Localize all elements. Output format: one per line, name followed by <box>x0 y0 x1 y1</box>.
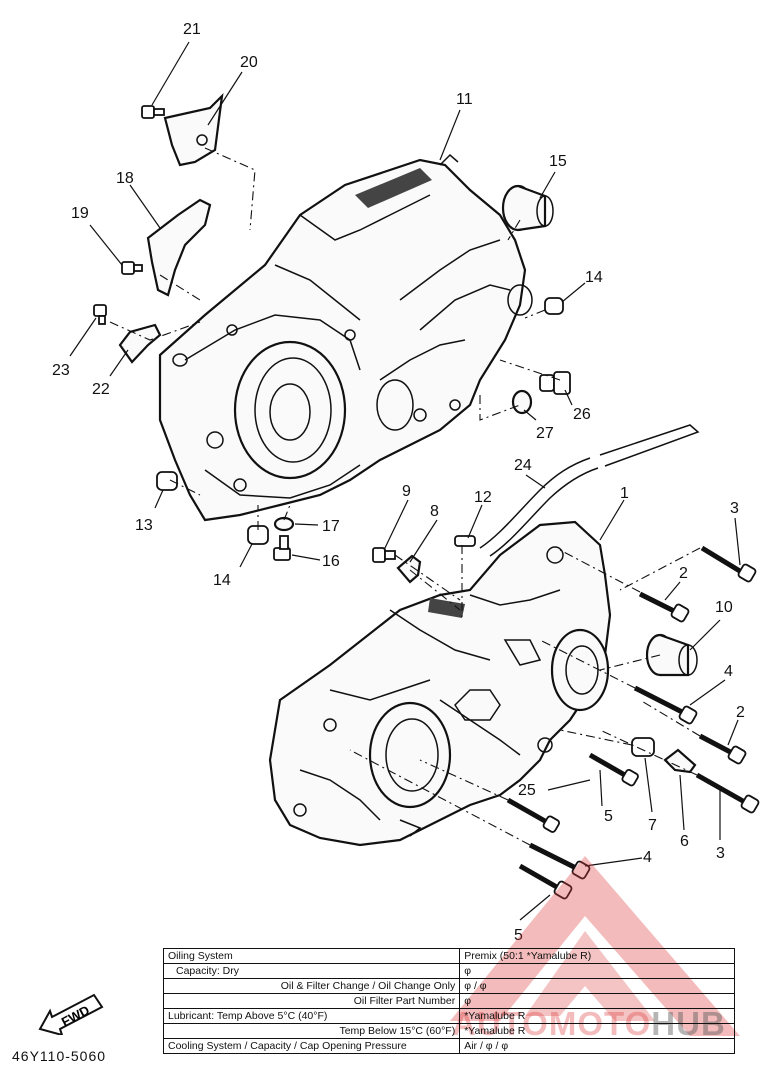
bolt-3-lower <box>695 772 760 814</box>
callout-numbers: 21 20 11 15 18 19 14 23 22 26 27 24 13 1… <box>52 21 745 944</box>
callout-3-upper: 3 <box>730 500 739 517</box>
washer-17 <box>273 516 295 532</box>
callout-5-lower: 5 <box>514 927 523 944</box>
seal-10 <box>645 633 698 677</box>
dowel-13 <box>156 471 178 491</box>
table-row: Capacity: Dry φ <box>162 963 735 979</box>
callout-12: 12 <box>474 489 492 506</box>
callout-25: 25 <box>518 782 536 799</box>
spec-value: φ / φ <box>459 978 735 994</box>
specifications-table: Oiling System Premix (50:1 *Yamalube R) … <box>162 948 735 1054</box>
callout-10: 10 <box>715 599 733 616</box>
callout-17: 17 <box>322 518 340 535</box>
callout-6: 6 <box>680 833 689 850</box>
spec-value: *Yamalube R <box>459 1023 735 1039</box>
callout-5-upper: 5 <box>604 808 613 825</box>
callout-8: 8 <box>430 503 439 520</box>
callout-4-lower: 4 <box>643 849 652 866</box>
bracket-20 <box>163 92 224 167</box>
plug-26 <box>539 371 571 395</box>
screw-21 <box>141 105 165 119</box>
spec-label: Oil & Filter Change / Oil Change Only <box>162 978 461 994</box>
table-row: Oiling System Premix (50:1 *Yamalube R) <box>162 948 735 964</box>
callout-14-upper: 14 <box>585 269 603 286</box>
dowel-7 <box>631 737 655 757</box>
callout-2-lower: 2 <box>736 704 745 721</box>
table-row: Temp Below 15°C (60°F) *Yamalube R <box>162 1023 735 1039</box>
spec-label: Cooling System / Capacity / Cap Opening … <box>162 1038 461 1054</box>
spec-label: Temp Below 15°C (60°F) <box>162 1023 461 1039</box>
washer-27 <box>511 389 533 415</box>
drawing-code: 46Y110-5060 <box>12 1048 107 1064</box>
crankcase-left-half <box>158 153 533 522</box>
bolt-4-upper <box>633 685 698 725</box>
callout-18: 18 <box>116 170 134 187</box>
spec-label: Oiling System <box>162 948 461 964</box>
pin-12 <box>454 535 476 547</box>
callout-26: 26 <box>573 406 591 423</box>
clamp-22 <box>118 323 162 364</box>
callout-20: 20 <box>240 54 258 71</box>
oil-seal-15 <box>501 184 554 232</box>
hose-24 <box>479 424 700 557</box>
table-row: Oil & Filter Change / Oil Change Only φ … <box>162 978 735 994</box>
bolt-3-upper <box>700 545 757 583</box>
spec-value: Air / φ / φ <box>459 1038 735 1054</box>
callout-2-upper: 2 <box>679 565 688 582</box>
callout-9: 9 <box>402 483 411 500</box>
callout-11: 11 <box>456 91 473 108</box>
bolt-25 <box>588 752 639 787</box>
clip-6 <box>663 748 697 774</box>
plate-18 <box>146 198 212 297</box>
bolt-5-upper <box>506 797 560 833</box>
bolt-16 <box>273 535 291 561</box>
spec-label: Oil Filter Part Number <box>162 993 461 1009</box>
callout-3-lower: 3 <box>716 845 725 862</box>
screw-19 <box>121 261 143 275</box>
callout-14-lower: 14 <box>213 572 231 589</box>
callout-23: 23 <box>52 362 70 379</box>
fwd-label: FWD <box>59 1002 92 1029</box>
clamp-8 <box>396 554 422 584</box>
assembly-lines <box>109 147 701 846</box>
dowel-14-upper <box>544 297 564 315</box>
callout-7: 7 <box>648 817 657 834</box>
bolt-2-lower <box>698 733 747 765</box>
callout-15: 15 <box>549 153 567 170</box>
crankcase-right-half <box>268 520 612 847</box>
spec-value: φ <box>459 963 735 979</box>
callout-4-upper: 4 <box>724 663 733 680</box>
table-row: Lubricant: Temp Above 5°C (40°F) *Yamalu… <box>162 1008 735 1024</box>
callout-24: 24 <box>514 457 532 474</box>
bolt-2-upper <box>638 591 690 623</box>
table-row: Oil Filter Part Number φ <box>162 993 735 1009</box>
callout-16: 16 <box>322 553 340 570</box>
screw-23 <box>93 304 107 325</box>
callout-1: 1 <box>620 485 629 502</box>
callout-13: 13 <box>135 517 153 534</box>
spec-label: Capacity: Dry <box>162 963 461 979</box>
callout-27: 27 <box>536 425 554 442</box>
fwd-arrow-icon: FWD <box>38 993 104 1035</box>
bolt-5-lower <box>518 863 573 900</box>
spec-value: *Yamalube R <box>459 1008 735 1024</box>
screw-9 <box>372 547 396 563</box>
callout-19: 19 <box>71 205 89 222</box>
spec-label: Lubricant: Temp Above 5°C (40°F) <box>162 1008 461 1024</box>
table-row: Cooling System / Capacity / Cap Opening … <box>162 1038 735 1054</box>
spec-value: Premix (50:1 *Yamalube R) <box>459 948 735 964</box>
callout-21: 21 <box>183 21 201 38</box>
callout-22: 22 <box>92 381 110 398</box>
leader-lines <box>69 41 741 921</box>
spec-value: φ <box>459 993 735 1009</box>
